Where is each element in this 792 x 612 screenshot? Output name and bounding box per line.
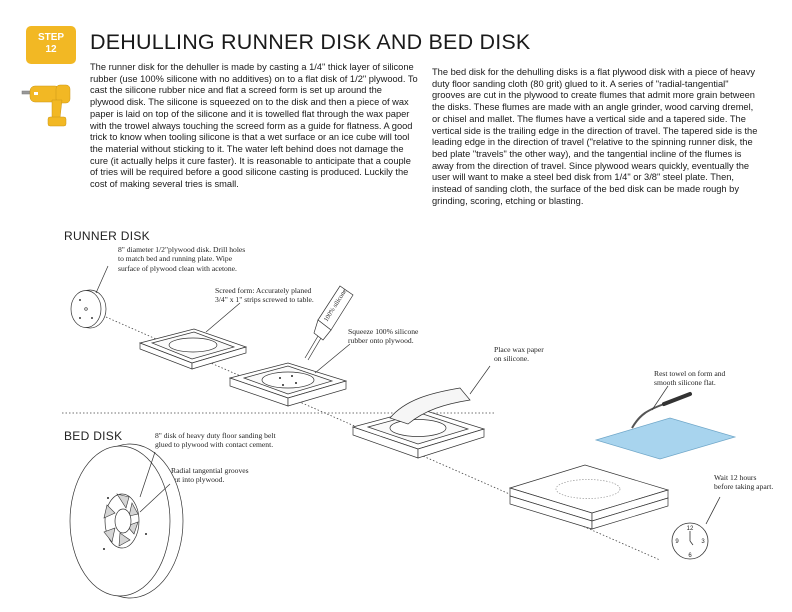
squeeze-step-illustration (228, 343, 351, 407)
cured-casting-illustration (508, 464, 670, 530)
towel-step-illustration (594, 385, 737, 460)
screed-form-illustration (138, 302, 248, 370)
clock-12: 12 (687, 526, 694, 532)
clock-9: 9 (675, 539, 679, 545)
clock-6: 6 (688, 553, 692, 559)
step-label: STEP (37, 32, 65, 43)
note-wax-paper: Place wax paper on silicone. (494, 345, 544, 364)
silicone-tube-illustration: 100% silicone (304, 285, 354, 361)
step-badge: STEP 12 (26, 26, 76, 64)
step-number: 12 (45, 44, 57, 55)
wax-paper-step-illustration (351, 365, 491, 459)
note-squeeze-silicone: Squeeze 100% silicone rubber onto plywoo… (348, 327, 419, 346)
clock-illustration: 12 3 6 9 (671, 496, 721, 560)
note-plywood-disk: 8" diameter 1/2"plywood disk. Drill hole… (118, 245, 246, 273)
note-towel: Rest towel on form and smooth silicone f… (654, 369, 726, 388)
note-bed-disk: 8" disk of heavy duty floor sanding belt… (155, 431, 276, 450)
plywood-disk-illustration (70, 265, 109, 329)
drill-icon (21, 84, 71, 127)
runner-paragraph: The runner disk for the dehuller is made… (90, 62, 418, 190)
clock-3: 3 (701, 539, 705, 545)
note-wait: Wait 12 hours before taking apart. (714, 473, 774, 492)
note-grooves: Radial tangential grooves cut into plywo… (171, 466, 249, 485)
page-title: DEHULLING RUNNER DISK AND BED DISK (90, 30, 531, 54)
bed-paragraph: The bed disk for the dehulling disks is … (432, 67, 758, 206)
note-screed-form: Screed form: Accurately planed 3/4" x 1"… (215, 286, 314, 305)
bed-disk-heading: BED DISK (64, 429, 123, 443)
runner-disk-heading: RUNNER DISK (64, 229, 150, 243)
bed-disk-illustration (69, 443, 184, 599)
